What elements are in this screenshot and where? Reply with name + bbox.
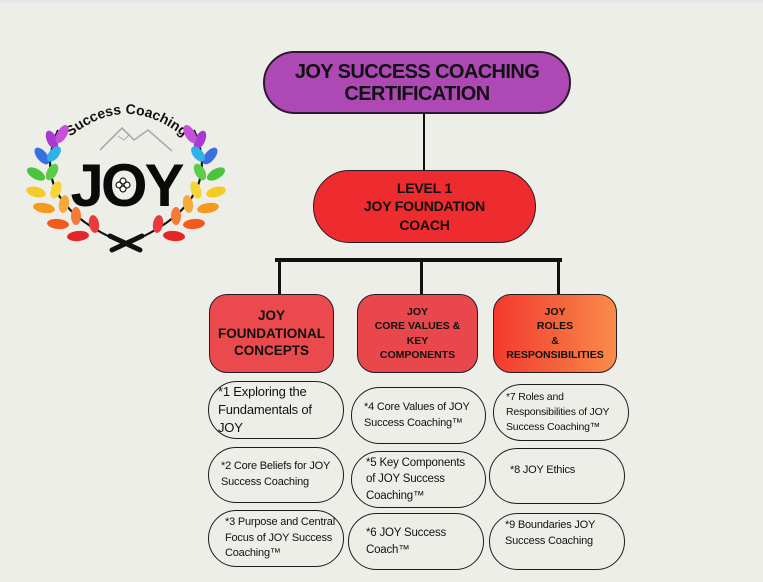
top-strip <box>0 0 763 3</box>
category-foundational-concepts: JOY FOUNDATIONAL CONCEPTS <box>209 294 334 373</box>
module-item-4: *4 Core Values of JOY Success Coaching™ <box>351 387 486 444</box>
module-label: *3 Purpose and Central Focus of JOY Succ… <box>225 516 335 560</box>
module-item-3: *3 Purpose and Central Focus of JOY Succ… <box>208 510 344 567</box>
module-label: *6 JOY Success Coach™ <box>366 527 447 556</box>
category-line: RESPONSIBILITIES <box>506 348 604 361</box>
module-item-8: *8 JOY Ethics <box>489 448 625 504</box>
module-label: *5 Key Components of JOY Success Coachin… <box>366 457 465 502</box>
category-line: & <box>551 334 559 347</box>
module-item-1: *1 Exploring the Fundamentals of JOY <box>208 381 344 439</box>
category-core-values-key-components: JOY CORE VALUES & KEY COMPONENTS <box>357 294 478 373</box>
module-item-7: *7 Roles and Responsibilities of JOY Suc… <box>493 384 629 441</box>
level-line-1: LEVEL 1 <box>396 180 453 197</box>
joy-logo: Success Coaching <box>22 88 230 254</box>
category-line: JOY <box>406 306 428 319</box>
connector-drop-3 <box>557 258 560 294</box>
connector-root-level <box>423 114 425 170</box>
connector-horizontal-bar <box>275 258 562 262</box>
category-roles-responsibilities: JOY ROLES & RESPONSIBILITIES <box>493 294 617 373</box>
module-label: *1 Exploring the Fundamentals of JOY <box>218 383 312 436</box>
root-line-1: JOY SUCCESS COACHING <box>294 60 540 83</box>
module-label: *4 Core Values of JOY Success Coaching™ <box>364 400 470 429</box>
category-line: CORE VALUES & <box>374 320 461 333</box>
module-item-2: *2 Core Beliefs for JOY Success Coaching <box>208 447 344 503</box>
module-item-6: *6 JOY Success Coach™ <box>348 513 484 570</box>
category-line: COMPONENTS <box>379 348 456 361</box>
module-item-5: *5 Key Components of JOY Success Coachin… <box>351 451 486 508</box>
root-node-certification: JOY SUCCESS COACHING CERTIFICATION <box>263 51 571 114</box>
category-line: CONCEPTS <box>233 343 309 359</box>
level-node-foundation-coach: LEVEL 1 JOY FOUNDATION COACH <box>313 170 536 243</box>
module-label: *7 Roles and Responsibilities of JOY Suc… <box>506 391 610 433</box>
connector-drop-2 <box>420 258 423 294</box>
category-line: FOUNDATIONAL <box>218 325 325 341</box>
category-line: JOY <box>257 308 285 324</box>
module-label: *8 JOY Ethics <box>510 464 576 476</box>
level-line-2: JOY FOUNDATION <box>363 198 486 215</box>
module-label: *2 Core Beliefs for JOY Success Coaching <box>221 460 330 488</box>
root-line-2: CERTIFICATION <box>344 82 490 105</box>
category-line: ROLES <box>536 320 574 333</box>
connector-drop-1 <box>278 258 281 294</box>
category-line: JOY <box>544 306 566 319</box>
category-line: KEY <box>406 334 429 347</box>
module-item-9: *9 Boundaries JOY Success Coaching <box>489 513 625 570</box>
level-line-3: COACH <box>399 216 450 233</box>
laurel-wreath-mountain-icon: Success Coaching <box>26 101 226 253</box>
module-label: *9 Boundaries JOY Success Coaching <box>505 519 595 547</box>
flower-icon <box>115 177 131 193</box>
